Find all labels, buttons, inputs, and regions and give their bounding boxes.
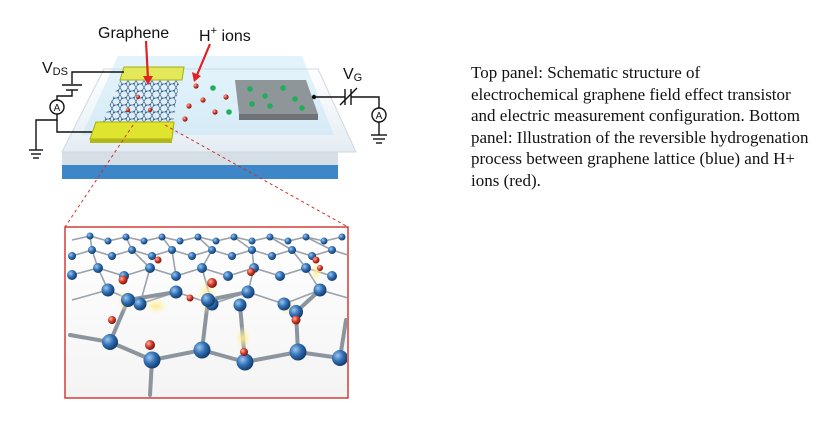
- callout-line-right: [164, 124, 349, 228]
- callout-line-left: [64, 124, 134, 228]
- gate-electrode: [235, 80, 318, 114]
- source-electrode: [89, 121, 175, 140]
- h-ions: [125, 83, 229, 122]
- vg-label-main: V: [343, 66, 354, 83]
- hydrogenation-inset: [64, 226, 349, 399]
- h-ions-label-base: H: [199, 28, 211, 45]
- figure-caption: Top panel: Schematic structure of electr…: [471, 63, 809, 190]
- source-electrode-side: [90, 139, 172, 143]
- substrate-front: [62, 152, 338, 165]
- graphene-arrow: [144, 40, 150, 80]
- vds-label-sub: DS: [52, 66, 68, 78]
- ammeter-right: [371, 107, 387, 123]
- gate-electrode-side: [239, 114, 318, 120]
- h-ions-label: H+ ions: [199, 25, 251, 46]
- device-schematic: A A: [29, 40, 387, 179]
- hydrogen-atoms: [108, 256, 323, 356]
- right-circuit: [314, 87, 387, 144]
- ammeter-left: [49, 99, 65, 115]
- vg-label-sub: G: [353, 72, 363, 84]
- h-ions-label-tail: ions: [217, 28, 251, 45]
- h-ions-label-sup: +: [210, 25, 217, 37]
- vg-label: VG: [343, 66, 362, 84]
- h-ions-arrow: [195, 43, 212, 76]
- green-ions: [210, 85, 305, 115]
- drain-electrode: [119, 66, 185, 81]
- lattice-atoms-near: [101, 283, 347, 371]
- vds-label-main: V: [42, 60, 53, 77]
- ammeter-left-label: A: [54, 103, 61, 114]
- substrate-side: [62, 164, 338, 179]
- vds-label: VDS: [42, 60, 68, 78]
- ammeter-right-label: A: [376, 111, 383, 122]
- graphene-sheet: [100, 76, 180, 128]
- left-circuit: [29, 71, 124, 159]
- graphene-label: Graphene: [98, 25, 170, 42]
